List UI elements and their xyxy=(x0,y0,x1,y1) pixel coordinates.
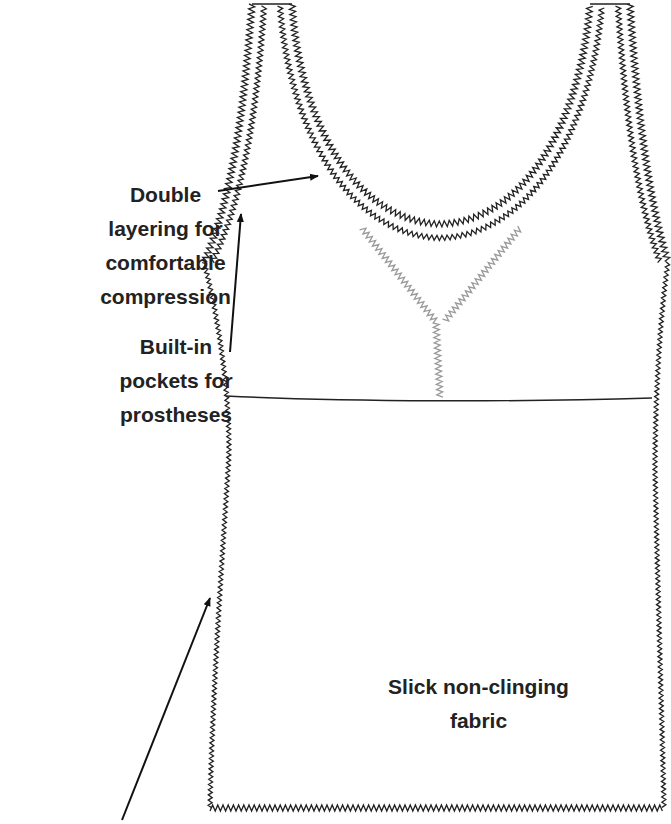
inner-layer-seam xyxy=(443,226,521,321)
leader-line xyxy=(230,214,241,352)
right-armhole-inner-edge xyxy=(616,6,662,263)
leader-line xyxy=(122,598,210,820)
leader-line xyxy=(218,176,318,191)
strap-top xyxy=(252,3,630,4)
callout-label: Slick non-clinging fabric xyxy=(386,670,571,738)
neckline-double-edge xyxy=(278,6,605,240)
empire-seam xyxy=(226,396,652,401)
neckline-edge xyxy=(289,4,593,227)
callout-label: Built-in pockets for prostheses xyxy=(117,330,235,432)
hem-edge xyxy=(210,805,662,811)
right-side-seam xyxy=(653,262,670,808)
inner-layer-seam xyxy=(360,228,443,397)
callout-label: Double layering for comfortable compress… xyxy=(98,178,233,314)
